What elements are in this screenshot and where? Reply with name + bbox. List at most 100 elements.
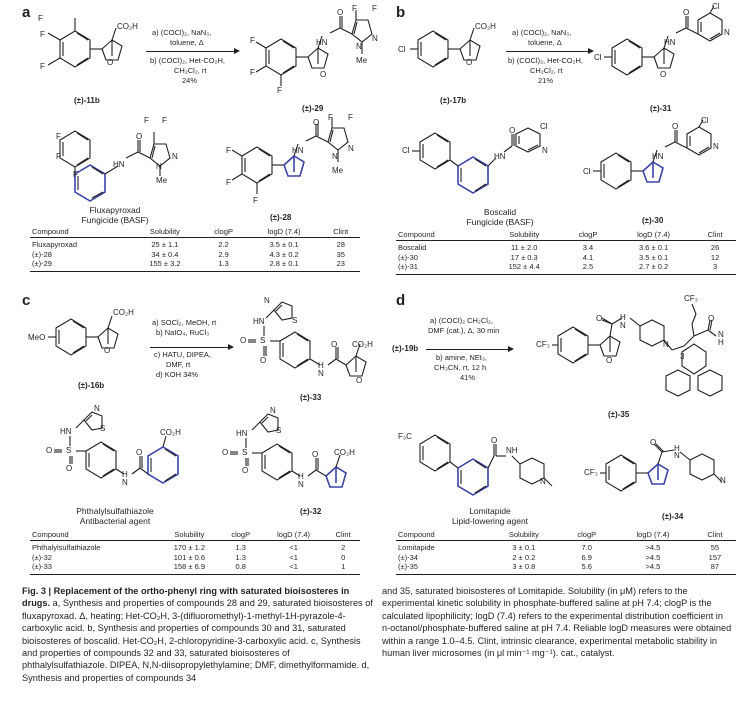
atom-F: F xyxy=(348,113,353,122)
atom-N: N xyxy=(542,146,548,155)
caption-body-left: a, Synthesis and properties of compounds… xyxy=(22,598,373,683)
conditions-a-2: toluene, Δ xyxy=(170,38,204,47)
col-compound: Compound xyxy=(30,226,130,238)
col-clint: Clint xyxy=(694,229,736,241)
col-clint: Clint xyxy=(693,529,736,541)
atom-CO2H: CO₂H xyxy=(160,428,181,437)
atom-N: N xyxy=(663,340,669,349)
col-compound: Compound xyxy=(30,529,159,541)
atom-Me: Me xyxy=(356,56,368,65)
conditions-d-2: DMF (cat.), Δ, 30 min xyxy=(428,326,500,335)
atom-O: O xyxy=(596,314,603,323)
caption-title: Fig. 3 | Replacement of the ortho-phenyl… xyxy=(22,586,350,609)
panel-d-label: d xyxy=(396,292,406,309)
conditions-a-1: a) (COCl)₂, NaN₃, xyxy=(152,28,212,37)
atom-F: F xyxy=(250,36,255,45)
col-solubility: Solubility xyxy=(158,529,221,541)
conditions-a-4: CH₂Cl₂, rt xyxy=(174,66,207,75)
atom-MeO: MeO xyxy=(28,333,46,342)
atom-F: F xyxy=(144,116,149,125)
molecule-boscalid-pyridine xyxy=(515,127,541,153)
atom-F: F xyxy=(352,4,357,13)
atom-N: N xyxy=(156,162,162,171)
conditions-d-3: b) amine, NEt₃, xyxy=(436,353,487,362)
atom-N: N xyxy=(674,451,680,460)
atom-H: H xyxy=(318,361,324,370)
atom-S: S xyxy=(100,424,106,433)
atom-F: F xyxy=(372,4,377,13)
drug-use-phthalylsulfathiazole: Antibacterial agent xyxy=(79,516,151,526)
col-logd: logD (7.4) xyxy=(260,529,327,541)
atom-F: F xyxy=(226,178,231,187)
molecule-boscalid xyxy=(412,132,515,194)
atom-S: S xyxy=(260,336,266,345)
atom-Me: Me xyxy=(156,176,168,185)
atom-O: O xyxy=(672,122,679,131)
conditions-a-3: b) (COCl)₂, Het-CO₂H, xyxy=(150,56,225,65)
molecule-32 xyxy=(230,413,347,488)
atom-HN: HN xyxy=(494,152,506,161)
compound-label-30: (±)-30 xyxy=(642,216,664,225)
atom-N: N xyxy=(264,296,270,305)
atom-O: O xyxy=(107,58,114,67)
conditions-c-2: b) NaIO₄, RuCl₃ xyxy=(156,328,210,337)
compound-label-16b: (±)-16b xyxy=(78,381,105,390)
col-solubility: Solubility xyxy=(485,229,563,241)
reaction-arrow-a xyxy=(146,47,240,54)
molecule-30 xyxy=(593,119,712,190)
atom-CO2H: CO₂H xyxy=(475,22,496,31)
atom-N: N xyxy=(718,330,724,339)
atom-O: O xyxy=(491,436,498,445)
col-clogp: clogP xyxy=(562,229,613,241)
atom-Cl: Cl xyxy=(583,167,591,176)
atom-F: F xyxy=(277,86,282,95)
atom-n3: 3 xyxy=(680,352,685,361)
atom-F: F xyxy=(328,113,333,122)
col-solubility: Solubility xyxy=(129,226,201,238)
atom-Cl: Cl xyxy=(712,2,720,11)
molecule-11b xyxy=(47,18,123,68)
atom-CF3: CF₃ xyxy=(536,340,550,349)
atom-N: N xyxy=(348,144,354,153)
atom-O: O xyxy=(650,438,657,447)
atom-O: O xyxy=(708,314,715,323)
conditions-c-5: d) KOH 34% xyxy=(156,370,199,379)
compound-label-11b: (±)-11b xyxy=(74,96,100,105)
drug-use-fluxapyroxad: Fungicide (BASF) xyxy=(81,215,149,225)
atom-N: N xyxy=(298,480,304,489)
atom-N: N xyxy=(713,142,719,151)
atom-O: O xyxy=(331,340,338,349)
atom-CF3: CF₃ xyxy=(584,468,598,477)
atom-Cl: Cl xyxy=(701,116,709,125)
atom-F: F xyxy=(73,170,78,179)
atom-CO2H: CO₂H xyxy=(113,308,134,317)
atom-O: O xyxy=(242,466,249,475)
atom-S: S xyxy=(276,426,282,435)
col-clogp: clogP xyxy=(220,529,261,541)
atom-N: N xyxy=(172,152,178,161)
atom-O: O xyxy=(240,336,247,345)
atom-NH: NH xyxy=(506,446,518,455)
molecule-17b xyxy=(410,27,481,68)
atom-F: F xyxy=(56,132,61,141)
col-logd: logD (7.4) xyxy=(246,226,322,238)
atom-N: N xyxy=(540,477,546,486)
atom-HN: HN xyxy=(292,146,304,155)
molecule-29 xyxy=(255,10,373,86)
figure-caption-right: and 35, saturated bioisosteres of Lomita… xyxy=(382,586,732,659)
drug-name-lomitapide: Lomitapide xyxy=(469,506,511,516)
atom-CO2H: CO₂H xyxy=(117,22,138,31)
atom-CO2H: CO₂H xyxy=(352,340,373,349)
molecule-34 xyxy=(600,443,723,492)
figure-caption-left: Fig. 3 | Replacement of the ortho-phenyl… xyxy=(22,585,374,684)
atom-Cl: Cl xyxy=(398,45,406,54)
panel-a-label: a xyxy=(22,4,31,21)
table-panel-a: Compound Solubility clogP logD (7.4) Cli… xyxy=(30,226,360,272)
compound-label-32: (±)-32 xyxy=(300,507,322,516)
atom-O: O xyxy=(46,446,53,455)
atom-O: O xyxy=(260,356,267,365)
